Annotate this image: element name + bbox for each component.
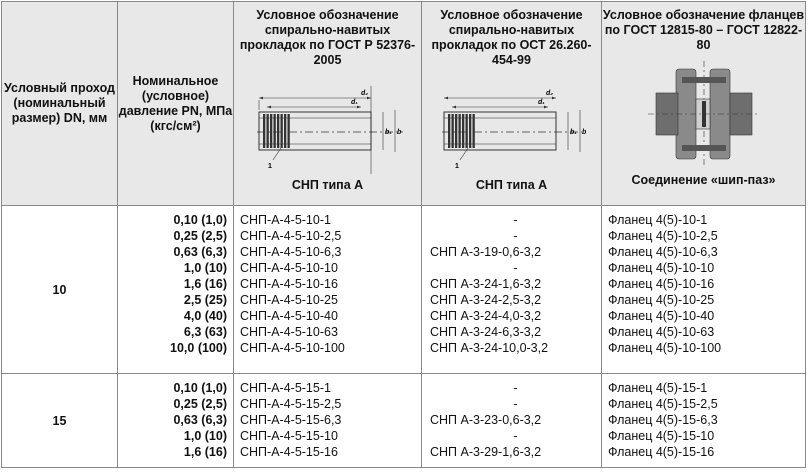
ost-designation: - [513,429,518,443]
ost-designation: СНП А-3-24-2,5-3,2 [430,293,542,307]
flange-designation: Фланец 4(5)-15-2,5 [608,397,718,411]
flange-designation: Фланец 4(5)-15-1 [608,381,708,395]
header-pn: Номинальное (условное) давление PN, МПа … [117,1,234,206]
pn-value: 0,63 (6,3) [173,245,227,259]
gost-designation: СНП-А-4-5-15-10 [240,429,338,443]
dn-cell: 10 [1,205,118,374]
label-d1: d₁ [351,99,358,106]
flange-designation: Фланец 4(5)-10-16 [608,277,715,291]
ost-designation: - [513,261,518,275]
header-dn: Условный проход (номинальный размер) DN,… [1,1,118,206]
ost-designation: - [513,381,518,395]
pn-cell: 0,10 (1,0) 0,25 (2,5) 0,63 (6,3) 1,0 (10) 1,… [117,205,234,374]
ost-cell: - - СНП А-3-23-0,6-3,2 - СНП А-3-29-1,6-3,2 [421,373,602,468]
label-1: 1 [268,163,272,170]
flange-designation: Фланец 4(5)-10-100 [608,341,722,355]
pn-value: 4,0 (40) [183,309,227,323]
ost-designation: - [513,229,518,243]
ost-designation: - [513,397,518,411]
table-row: 10 0,10 (1,0) 0,25 (2,5) 0,63 (6,3) 1,0 (10)… [1,205,806,374]
pn-value: 0,10 (1,0) [173,213,227,227]
gost-designation: СНП-А-4-5-10-10 [240,261,338,275]
ost-designation: СНП А-3-24-4,0-3,2 [430,309,542,323]
flange-designation: Фланец 4(5)-10-40 [608,309,715,323]
ost-designation: СНП А-3-24-1,6-3,2 [430,277,542,291]
flange-designation: Фланец 4(5)-15-6,3 [608,413,718,427]
gost-designation: СНП-А-4-5-10-6,3 [240,245,342,259]
pn-value: 10,0 (100) [170,341,227,355]
gost-designation: СНП-А-4-5-15-16 [240,445,338,459]
pn-value: 0,25 (2,5) [173,397,227,411]
flange-designation: Фланец 4(5)-10-2,5 [608,229,718,243]
gost-designation: СНП-А-4-5-15-2,5 [240,397,342,411]
pn-cell: 0,10 (1,0) 0,25 (2,5) 0,63 (6,3) 1,0 (10) 1,… [117,373,234,468]
label-b: b [397,129,402,136]
header-row: Условный проход (номинальный размер) DN,… [1,1,806,206]
dn-cell: 15 [1,373,118,468]
ost-designation: - [513,213,518,227]
flange-drawing [647,61,760,167]
label-1: 1 [455,163,459,170]
header-gost: Условное обозначение спирально-навитых п… [233,1,422,206]
pn-value: 0,63 (6,3) [173,413,227,427]
header-flange: Условное обозначение фланцев по ГОСТ 128… [601,1,806,206]
caption-gost: СНП типа А [291,178,364,192]
caption-ost: СНП типа А [475,178,548,192]
pn-value: 1,0 (10) [183,429,227,443]
gost-designation: СНП-А-4-5-10-1 [240,213,331,227]
header-ost: Условное обозначение спирально-навитых п… [421,1,602,206]
pn-value: 6,3 (63) [183,325,227,339]
flange-designation: Фланец 4(5)-10-6,3 [608,245,718,259]
label-b: b [582,129,587,136]
gost-designation: СНП-А-4-5-15-6,3 [240,413,342,427]
flange-designation: Фланец 4(5)-15-10 [608,429,715,443]
ost-designation: СНП А-3-23-0,6-3,2 [430,413,542,427]
pn-value: 1,0 (10) [183,261,227,275]
label-d1: d₁ [538,99,545,106]
flange-designation: Фланец 4(5)-10-10 [608,261,715,275]
flange-designation: Фланец 4(5)-10-63 [608,325,715,339]
ost-designation: СНП А-3-24-6,3-3,2 [430,325,542,339]
label-b1: b₁ [570,129,577,136]
table-row: 15 0,10 (1,0) 0,25 (2,5) 0,63 (6,3) 1,0 (10)… [1,373,806,468]
flange-designation: Фланец 4(5)-15-16 [608,445,715,459]
gasket-drawing-gost: d₂ d₁ b₁ b [256,86,403,174]
flange-designation: Фланец 4(5)-10-25 [608,293,715,307]
gost-designation: СНП-А-4-5-10-25 [240,293,338,307]
ost-designation: СНП А-3-19-0,6-3,2 [430,245,542,259]
gost-designation: СНП-А-4-5-10-2,5 [240,229,342,243]
pn-value: 0,25 (2,5) [173,229,227,243]
label-d2: d₂ [546,90,553,97]
gost-designation: СНП-А-4-5-10-16 [240,277,338,291]
flange-designation: Фланец 4(5)-10-1 [608,213,708,227]
gost-designation: СНП-А-4-5-15-1 [240,381,331,395]
gost-designation: СНП-А-4-5-10-63 [240,325,338,339]
pn-value: 0,10 (1,0) [173,381,227,395]
ost-designation: СНП А-3-29-1,6-3,2 [430,445,542,459]
label-b1: b₁ [385,129,392,136]
pn-value: 2,5 (25) [183,293,227,307]
pn-value: 1,6 (16) [183,277,227,291]
caption-flange: Соединение «шип-паз» [631,173,776,187]
gost-designation: СНП-А-4-5-10-40 [240,309,338,323]
gasket-drawing-ost: d₂ d₁ b₁ b [441,90,587,170]
ost-designation: СНП А-3-24-10,0-3,2 [430,341,549,355]
pn-value: 1,6 (16) [183,445,227,459]
label-d2: d₂ [361,90,368,97]
gost-designation: СНП-А-4-5-10-100 [240,341,345,355]
